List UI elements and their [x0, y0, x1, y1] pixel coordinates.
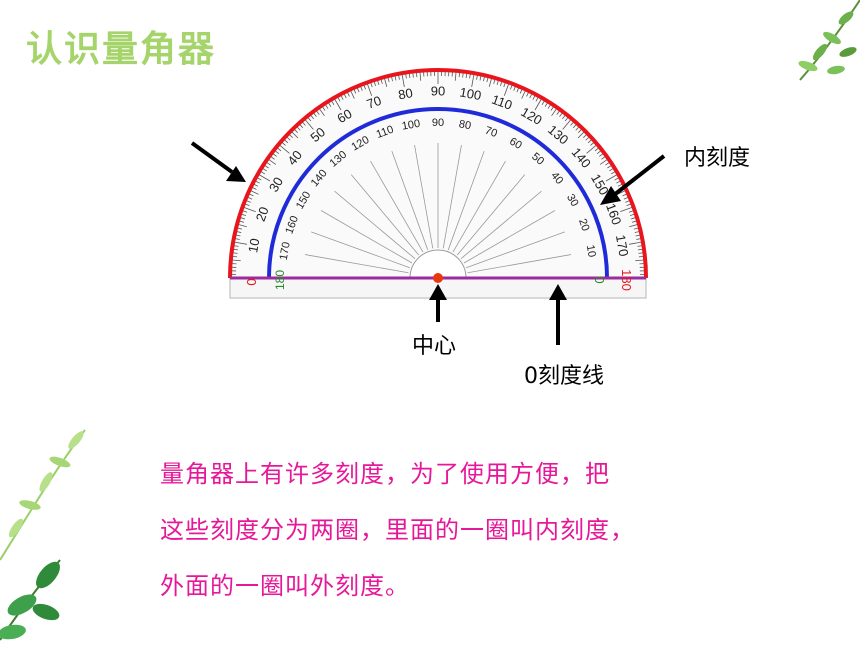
description-line: 这些刻度分为两圈，里面的一圈叫内刻度，	[160, 516, 635, 544]
spoke-line	[452, 160, 506, 253]
spoke-line	[304, 254, 409, 274]
outer-scale-label: 160	[603, 201, 625, 227]
leaf-branch-icon	[798, 0, 860, 81]
arrow-icon	[429, 284, 447, 322]
tick-mark	[333, 97, 342, 111]
inner-scale-label: 70	[483, 125, 499, 140]
description-line: 量角器上有许多刻度，为了使用方便，把	[160, 460, 610, 488]
spoke-line	[414, 144, 434, 249]
tick-mark	[586, 143, 598, 154]
outer-end-right-label: 180	[619, 269, 634, 291]
spoke-line	[311, 231, 410, 269]
outer-scale-label: 20	[253, 205, 272, 224]
angle-spokes	[304, 143, 572, 274]
tick-mark	[628, 241, 643, 245]
inner-scale-label: 10	[584, 244, 598, 258]
outer-end-left-label: 0	[244, 278, 259, 285]
outer-scale-label: 170	[613, 234, 632, 258]
inner-scale-label: 30	[564, 192, 581, 209]
inner-scale-label: 160	[283, 214, 301, 235]
leaf-branch-icon	[0, 429, 86, 641]
center-dot	[433, 273, 443, 283]
spoke-line	[370, 160, 424, 253]
arrow-icon	[600, 154, 666, 205]
tick-mark	[534, 97, 543, 111]
outer-scale-label: 60	[334, 106, 354, 126]
outer-scale-arc	[228, 68, 648, 279]
inner-scale-label: 20	[576, 217, 591, 233]
tick-mark	[257, 173, 271, 182]
arrow-icon	[549, 284, 567, 345]
spoke-line	[447, 151, 485, 250]
tick-mark	[605, 173, 619, 182]
tick-mark	[401, 73, 405, 88]
spoke-line	[320, 210, 413, 264]
outer-scale-label: 100	[458, 85, 482, 104]
spoke-line	[463, 210, 556, 264]
spoke-line	[442, 144, 462, 249]
inner-scale-label: 110	[375, 124, 396, 141]
zero-line-label: 0刻度线	[524, 364, 604, 389]
outer-scale-label: 70	[365, 93, 384, 112]
tick-mark	[503, 82, 510, 96]
center-small-arc	[409, 249, 467, 279]
spoke-line	[391, 151, 429, 250]
outer-scale-label: 80	[397, 85, 414, 102]
spoke-line	[467, 254, 572, 274]
outer-scale-label: 90	[431, 83, 445, 98]
inner-scale-label: 内刻度	[684, 146, 751, 171]
inner-end-left-label: 180	[273, 270, 287, 290]
tick-mark	[278, 143, 290, 154]
description-line: 外面的一圈叫外刻度。	[160, 572, 410, 600]
outer-scale-label: 10	[245, 237, 262, 254]
inner-scale-arc	[267, 107, 609, 279]
spoke-line	[350, 174, 420, 256]
inner-end-right-label: 0	[592, 276, 607, 283]
inner-scale-label: 80	[458, 118, 472, 132]
inner-scale-label: 60	[507, 135, 524, 152]
tick-mark	[366, 82, 373, 96]
inner-scale-label: 90	[432, 117, 444, 129]
page-title: 认识量角器	[26, 29, 217, 70]
spoke-line	[466, 231, 565, 269]
tick-mark	[471, 73, 475, 88]
tick-mark	[233, 241, 248, 245]
spoke-line	[456, 174, 526, 256]
tick-mark	[620, 206, 634, 213]
tick-mark	[242, 206, 256, 213]
tick-mark	[562, 118, 573, 130]
inner-scale-label: 170	[278, 241, 293, 261]
spoke-line	[334, 190, 416, 260]
inner-scale-label: 100	[401, 118, 421, 133]
spoke-line	[460, 190, 542, 260]
tick-mark	[303, 118, 314, 130]
outer-scale-label: 110	[490, 92, 515, 113]
center-label: 中心	[412, 334, 457, 359]
outer-scale-label: 30	[266, 174, 286, 194]
description-text: 量角器上有许多刻度，为了使用方便，把 这些刻度分为两圈，里面的一圈叫内刻度， 外…	[160, 446, 760, 614]
arrow-icon	[190, 141, 246, 182]
